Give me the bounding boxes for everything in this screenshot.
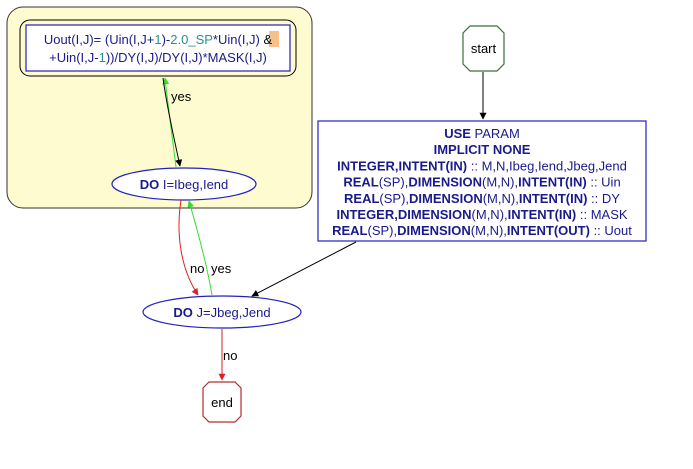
code-segment: INTENT(OUT)	[507, 223, 590, 238]
edge-label-j-yes: yes	[211, 261, 232, 276]
code-segment: REAL	[332, 223, 367, 238]
code-segment: :: DY	[587, 191, 620, 206]
edge-do-i-no-to-do-j	[178, 199, 199, 296]
code-segment: (SP),	[379, 191, 409, 206]
code-segment: :: MASK	[576, 207, 628, 222]
declaration-line: INTEGER,INTENT(IN) :: M,N,Ibeg,Iend,Jbeg…	[337, 158, 627, 173]
code-segment: 1	[99, 50, 106, 65]
code-segment: 1	[154, 32, 161, 47]
start-label: start	[471, 41, 497, 56]
code-segment: (M,N),	[482, 175, 518, 190]
code-segment: INTEGER,INTENT(IN)	[337, 158, 467, 173]
code-segment: REAL	[344, 191, 379, 206]
code-segment: Uout(I,J)= (Uin(I,J+	[44, 32, 155, 47]
code-segment: (M,N),	[483, 191, 519, 206]
declaration-line: USE PARAM	[444, 126, 520, 141]
code-segment: :: Uout	[590, 223, 632, 238]
code-segment: INTEGER,DIMENSION	[336, 207, 471, 222]
code-segment: DIMENSION	[408, 175, 482, 190]
code-segment: DIMENSION	[409, 191, 483, 206]
code-segment: :: Uin	[587, 175, 621, 190]
assignment-node[interactable]: Uout(I,J)= (Uin(I,J+1)-2.0_SP*Uin(I,J) &…	[19, 19, 297, 77]
code-segment: INTENT(IN)	[518, 175, 587, 190]
code-segment: (SP),	[379, 175, 409, 190]
code-segment: (M,N),	[471, 223, 507, 238]
assignment-line-1: Uout(I,J)= (Uin(I,J+1)-2.0_SP*Uin(I,J) &	[44, 32, 273, 47]
end-label: end	[211, 395, 233, 410]
do-i-loop-node[interactable]: DO I=Ibeg,Iend	[111, 167, 257, 201]
end-node[interactable]: end	[202, 381, 242, 423]
edge-do-j-yes-to-do-i	[187, 200, 213, 296]
code-segment: INTENT(IN)	[519, 191, 588, 206]
assignment-line-2: +Uin(I,J-1))/DY(I,J)/DY(I,J)*MASK(I,J)	[49, 50, 267, 65]
code-segment: REAL	[343, 175, 378, 190]
start-node[interactable]: start	[462, 25, 505, 72]
code-segment: :: M,N,Ibeg,Iend,Jbeg,Jend	[467, 158, 627, 173]
edge-assignment-to-do-i	[162, 77, 183, 167]
do-i-loop-label: DO I=Ibeg,Iend	[140, 177, 229, 192]
code-segment: +Uin(I,J-	[49, 50, 98, 65]
line-continuation-highlight	[269, 31, 279, 47]
declaration-line: IMPLICIT NONE	[434, 142, 531, 157]
code-segment: IMPLICIT NONE	[434, 142, 531, 157]
do-j-loop-node[interactable]: DO J=Jbeg,Jend	[142, 295, 302, 329]
edge-label-i-no: no	[190, 261, 204, 276]
declaration-line: REAL(SP),DIMENSION(M,N),INTENT(IN) :: Ui…	[343, 175, 620, 190]
code-segment: *Uin(I,J)	[213, 32, 264, 47]
code-segment: INTENT(IN)	[508, 207, 577, 222]
declaration-line: REAL(SP),DIMENSION(M,N),INTENT(IN) :: DY	[344, 191, 620, 206]
declaration-line: INTEGER,DIMENSION(M,N),INTENT(IN) :: MAS…	[336, 207, 627, 222]
code-segment: 2.0_SP	[170, 32, 213, 47]
code-segment: USE	[444, 126, 471, 141]
code-segment: DIMENSION	[397, 223, 471, 238]
code-segment: (M,N),	[472, 207, 508, 222]
declaration-line: REAL(SP),DIMENSION(M,N),INTENT(OUT) :: U…	[332, 223, 632, 238]
code-segment: ))/DY(I,J)/DY(I,J)*MASK(I,J)	[106, 50, 267, 65]
code-segment: &	[263, 32, 272, 47]
code-segment: )-	[162, 32, 171, 47]
do-j-loop-label: DO J=Jbeg,Jend	[173, 305, 270, 320]
edge-label-j-no: no	[223, 348, 237, 363]
edge-label-i-yes: yes	[171, 89, 192, 104]
edge-declarations-to-do-j	[251, 241, 357, 297]
code-segment: PARAM	[471, 126, 520, 141]
code-segment: (SP),	[368, 223, 398, 238]
